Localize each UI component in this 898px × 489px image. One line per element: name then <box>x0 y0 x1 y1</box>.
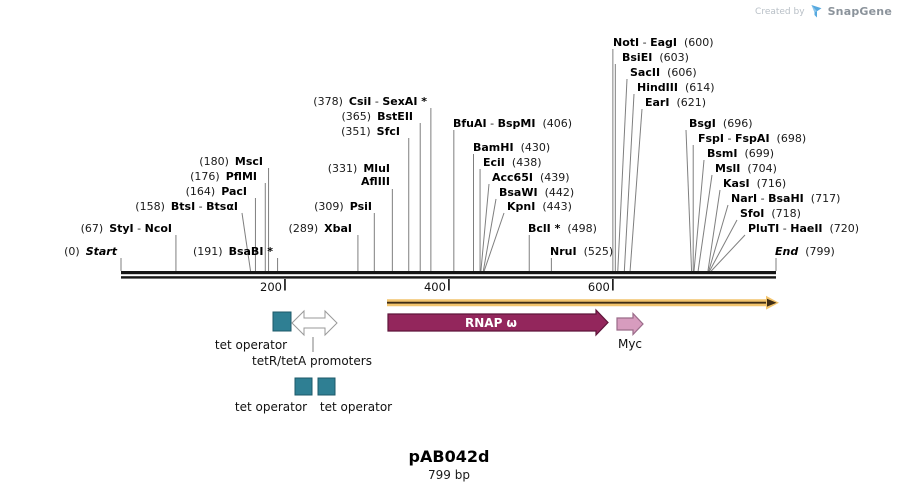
tick-label-600: 600 <box>588 280 610 294</box>
site-label-bsawi[interactable]: BsaWI(442) <box>499 186 575 199</box>
site-label-bsiei[interactable]: BsiEI(603) <box>622 51 689 64</box>
site-connector-bsawi <box>482 198 497 272</box>
feature-rnap-label: RNAP ω <box>465 316 517 330</box>
site-connector-msli <box>697 174 713 272</box>
site-label-bsteii[interactable]: (365)BstEII <box>341 110 413 123</box>
tick-mark-200 <box>284 279 286 291</box>
site-label-kpni[interactable]: KpnI(443) <box>507 200 572 213</box>
site-label-pflmi[interactable]: (176)PflMI <box>190 170 257 183</box>
feature-tet-operator[interactable] <box>272 311 292 332</box>
site-label-bfuai-bspmi[interactable]: BfuAI - BspMI(406) <box>453 117 573 130</box>
site-label-sacii[interactable]: SacII(606) <box>630 66 697 79</box>
tick-label-400: 400 <box>424 280 446 294</box>
site-connector-kasi <box>707 189 721 272</box>
feature-myc-label: Myc <box>617 337 643 351</box>
site-label-nrui[interactable]: NruI(525) <box>550 245 614 258</box>
site-label-btsi-bts-i[interactable]: (158)BtsI - BtsαI <box>135 200 238 213</box>
site-connector-eari <box>629 108 643 272</box>
snapgene-credit: Created by SnapGene <box>755 4 892 19</box>
feature-myc[interactable] <box>616 312 644 336</box>
site-label-fspi-fspai[interactable]: FspI - FspAI(698) <box>698 132 807 145</box>
site-connector-bsmi <box>693 159 705 272</box>
site-label-msci[interactable]: (180)MscI <box>199 155 263 168</box>
feature-tet-operator-label: tet operator <box>234 400 308 414</box>
feature-tet-operator-label: tet operator <box>319 400 393 414</box>
feature-tet-operator[interactable] <box>317 377 336 396</box>
site-label-sfoi[interactable]: SfoI(718) <box>740 207 801 220</box>
site-label-kasi[interactable]: KasI(716) <box>723 177 787 190</box>
tick-label-200: 200 <box>260 280 282 294</box>
plasmid-length: 799 bp <box>428 468 470 482</box>
site-label-xbai[interactable]: (289)XbaI <box>288 222 352 235</box>
title-block: pAB042d 799 bp <box>0 447 898 482</box>
feature-tet-operator-label: tet operator <box>214 338 288 352</box>
site-label-paci[interactable]: (164)PacI <box>185 185 247 198</box>
site-label-psii[interactable]: (309)PsiI <box>314 200 372 213</box>
site-label-acc65i[interactable]: Acc65I(439) <box>492 171 570 184</box>
credit-text: Created by <box>755 6 805 17</box>
site-label-bamhi[interactable]: BamHI(430) <box>473 141 551 154</box>
site-label-pluti-haeii[interactable]: PluTI - HaeII(720) <box>748 222 860 235</box>
site-connector-pluti-haeii <box>710 234 746 272</box>
site-connector-sacii <box>617 78 628 272</box>
credit-brand: SnapGene <box>827 5 892 18</box>
site-connector-kpni <box>483 212 505 272</box>
site-label-afliii[interactable]: AflIII <box>361 175 390 188</box>
sequence-line-top[interactable] <box>121 271 776 275</box>
tick-mark-600 <box>612 279 614 291</box>
site-label-nari-bsahi[interactable]: NarI - BsaHI(717) <box>731 192 841 205</box>
site-connector-hindiii <box>623 93 635 272</box>
feature-rnap[interactable] <box>387 308 609 337</box>
site-label-csii-sexai[interactable]: (378)CsiI - SexAI * <box>313 95 427 108</box>
site-connector-acc65i <box>480 183 490 272</box>
site-label-end[interactable]: End(799) <box>775 245 835 258</box>
site-connector-bsgi <box>685 129 693 272</box>
site-label-start[interactable]: (0)Start <box>64 245 117 258</box>
feature-tetr-teta-promoters-label: tetR/tetA promoters <box>252 354 372 368</box>
site-label-bsabi[interactable]: (191)BsaBI * <box>192 245 273 258</box>
site-connector-sfoi <box>709 219 738 272</box>
feature-tetr-teta-promoters[interactable] <box>291 309 338 337</box>
site-label-hindiii[interactable]: HindIII(614) <box>637 81 715 94</box>
site-label-sfci[interactable]: (351)SfcI <box>341 125 400 138</box>
plasmid-name: pAB042d <box>408 447 490 466</box>
site-label-bcli[interactable]: BclI *(498) <box>528 222 597 235</box>
site-label-noti-eagi[interactable]: NotI - EagI(600) <box>613 36 714 49</box>
site-label-bsmi[interactable]: BsmI(699) <box>707 147 775 160</box>
snapgene-logo-icon <box>811 5 822 18</box>
tick-mark-400 <box>448 279 450 291</box>
site-label-styi-ncoi[interactable]: (67)StyI - NcoI <box>80 222 172 235</box>
site-connector-nari-bsahi <box>708 204 729 272</box>
site-label-ecii[interactable]: EciI(438) <box>483 156 542 169</box>
transcript-arrowhead-core <box>767 298 777 307</box>
site-label-eari[interactable]: EarI(621) <box>645 96 707 109</box>
site-label-msli[interactable]: MslI(704) <box>715 162 777 175</box>
sequence-line-bottom[interactable] <box>121 276 776 279</box>
site-connector-btsi-bts-i <box>241 212 252 272</box>
site-label-bsgi[interactable]: BsgI(696) <box>689 117 753 130</box>
feature-tet-operator[interactable] <box>294 377 313 396</box>
